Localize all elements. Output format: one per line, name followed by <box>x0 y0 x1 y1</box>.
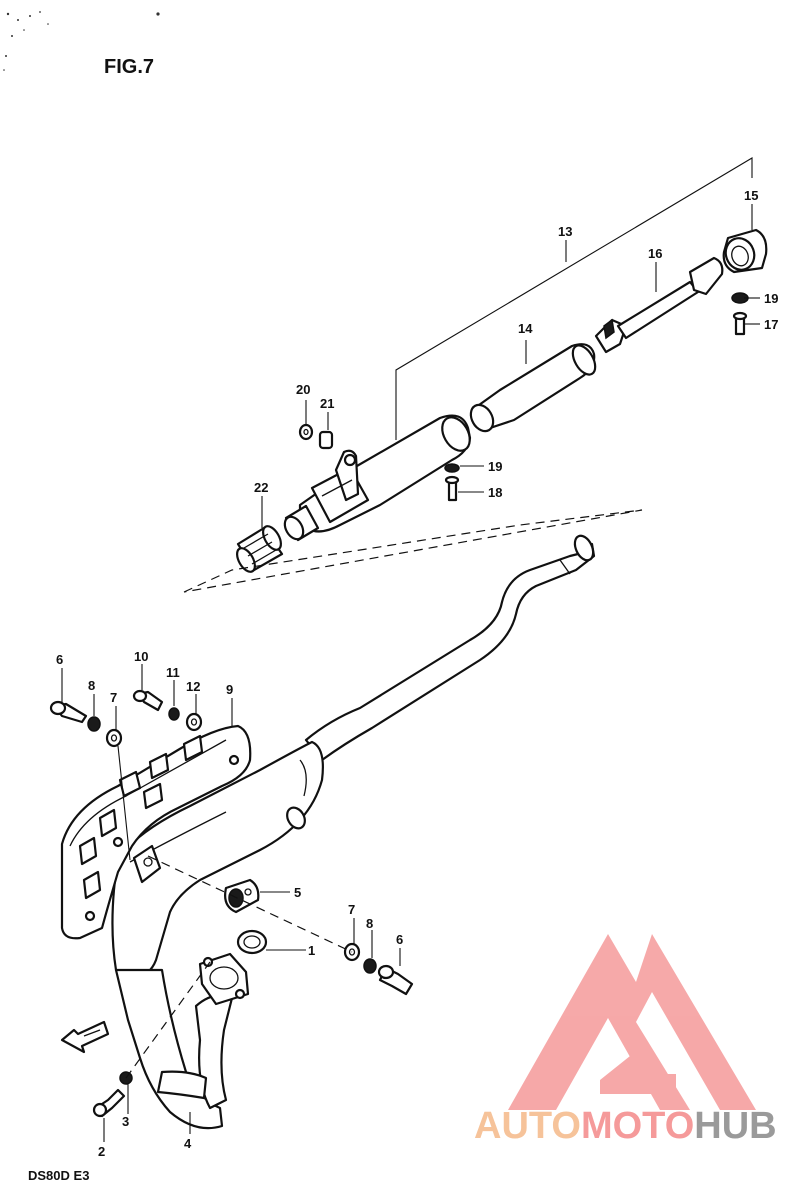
watermark-moto: MOTO <box>581 1105 694 1147</box>
tail-pipe-cap-22 <box>236 525 284 573</box>
chamber-mount-bracket <box>132 844 162 884</box>
washer-20 <box>298 423 314 441</box>
bolt-6-upper <box>49 700 88 724</box>
front-direction-arrow-icon <box>60 1020 110 1054</box>
scan-noise <box>3 11 160 71</box>
callouts: 15 13 16 19 17 14 20 21 19 18 22 6 10 11… <box>56 188 778 1159</box>
callout-2: 2 <box>98 1144 105 1159</box>
heat-shield-9 <box>60 724 252 940</box>
spark-arrester-16 <box>594 256 724 354</box>
callout-4: 4 <box>184 1136 192 1151</box>
callout-22: 22 <box>254 480 268 495</box>
bolt-6-lower <box>377 964 414 996</box>
callout-6-upper: 6 <box>56 652 63 667</box>
callout-21: 21 <box>320 396 334 411</box>
screw-17 <box>732 311 748 336</box>
callout-20: 20 <box>296 382 310 397</box>
callout-8-lower: 8 <box>366 916 373 931</box>
callout-12: 12 <box>186 679 200 694</box>
model-code-label: DS80D E3 <box>28 1168 89 1183</box>
fitment-line-front <box>125 961 211 1079</box>
washer-12 <box>185 712 203 732</box>
inner-pipe-14 <box>469 343 597 433</box>
bolt-10 <box>132 689 164 712</box>
fitment-line-upper <box>183 509 643 593</box>
callout-9: 9 <box>226 682 233 697</box>
expansion-chamber-4 <box>111 740 324 1130</box>
svg-text:AUTOMOTOHUB: AUTOMOTOHUB <box>474 1105 777 1147</box>
nut-19-lower <box>444 463 460 473</box>
callout-19-upper: 19 <box>764 291 778 306</box>
nut-11 <box>168 707 180 721</box>
leader-lines <box>61 204 760 1142</box>
bolt-18 <box>444 475 460 502</box>
automotohub-wordmark: AUTOMOTOHUB <box>474 1105 777 1147</box>
fitment-line-lower <box>147 855 353 953</box>
washer-7-upper <box>105 728 123 748</box>
callout-7-lower: 7 <box>348 902 355 917</box>
callout-5: 5 <box>294 885 301 900</box>
lock-washer-8-upper <box>87 716 101 732</box>
fitment-line-washer-7 <box>117 745 131 861</box>
callout-10: 10 <box>134 649 148 664</box>
end-cap-15 <box>722 228 768 274</box>
silencer-body <box>283 414 472 542</box>
callout-14: 14 <box>518 321 533 336</box>
callout-11: 11 <box>166 665 180 680</box>
tail-pipe <box>304 534 596 762</box>
callout-3: 3 <box>122 1114 129 1129</box>
callout-18: 18 <box>488 485 502 500</box>
assembly-bracket-13 <box>395 157 753 440</box>
callout-19-lower: 19 <box>488 459 502 474</box>
callout-13: 13 <box>558 224 572 239</box>
automotohub-logo <box>508 934 756 1110</box>
callout-1: 1 <box>308 943 315 958</box>
watermark-hub: HUB <box>694 1105 776 1147</box>
callout-6-lower: 6 <box>396 932 403 947</box>
watermark-auto: AUTO <box>474 1105 581 1147</box>
callout-17: 17 <box>764 317 778 332</box>
callout-16: 16 <box>648 246 662 261</box>
callout-7-upper: 7 <box>110 690 117 705</box>
rubber-mount-5 <box>224 878 260 914</box>
lock-washer-8-lower <box>363 958 377 974</box>
gasket-1 <box>236 929 268 955</box>
bolt-2 <box>92 1088 126 1118</box>
callout-15: 15 <box>744 188 758 203</box>
collar-21 <box>318 430 334 450</box>
callout-8-upper: 8 <box>88 678 95 693</box>
figure-title: FIG.7 <box>104 56 154 78</box>
